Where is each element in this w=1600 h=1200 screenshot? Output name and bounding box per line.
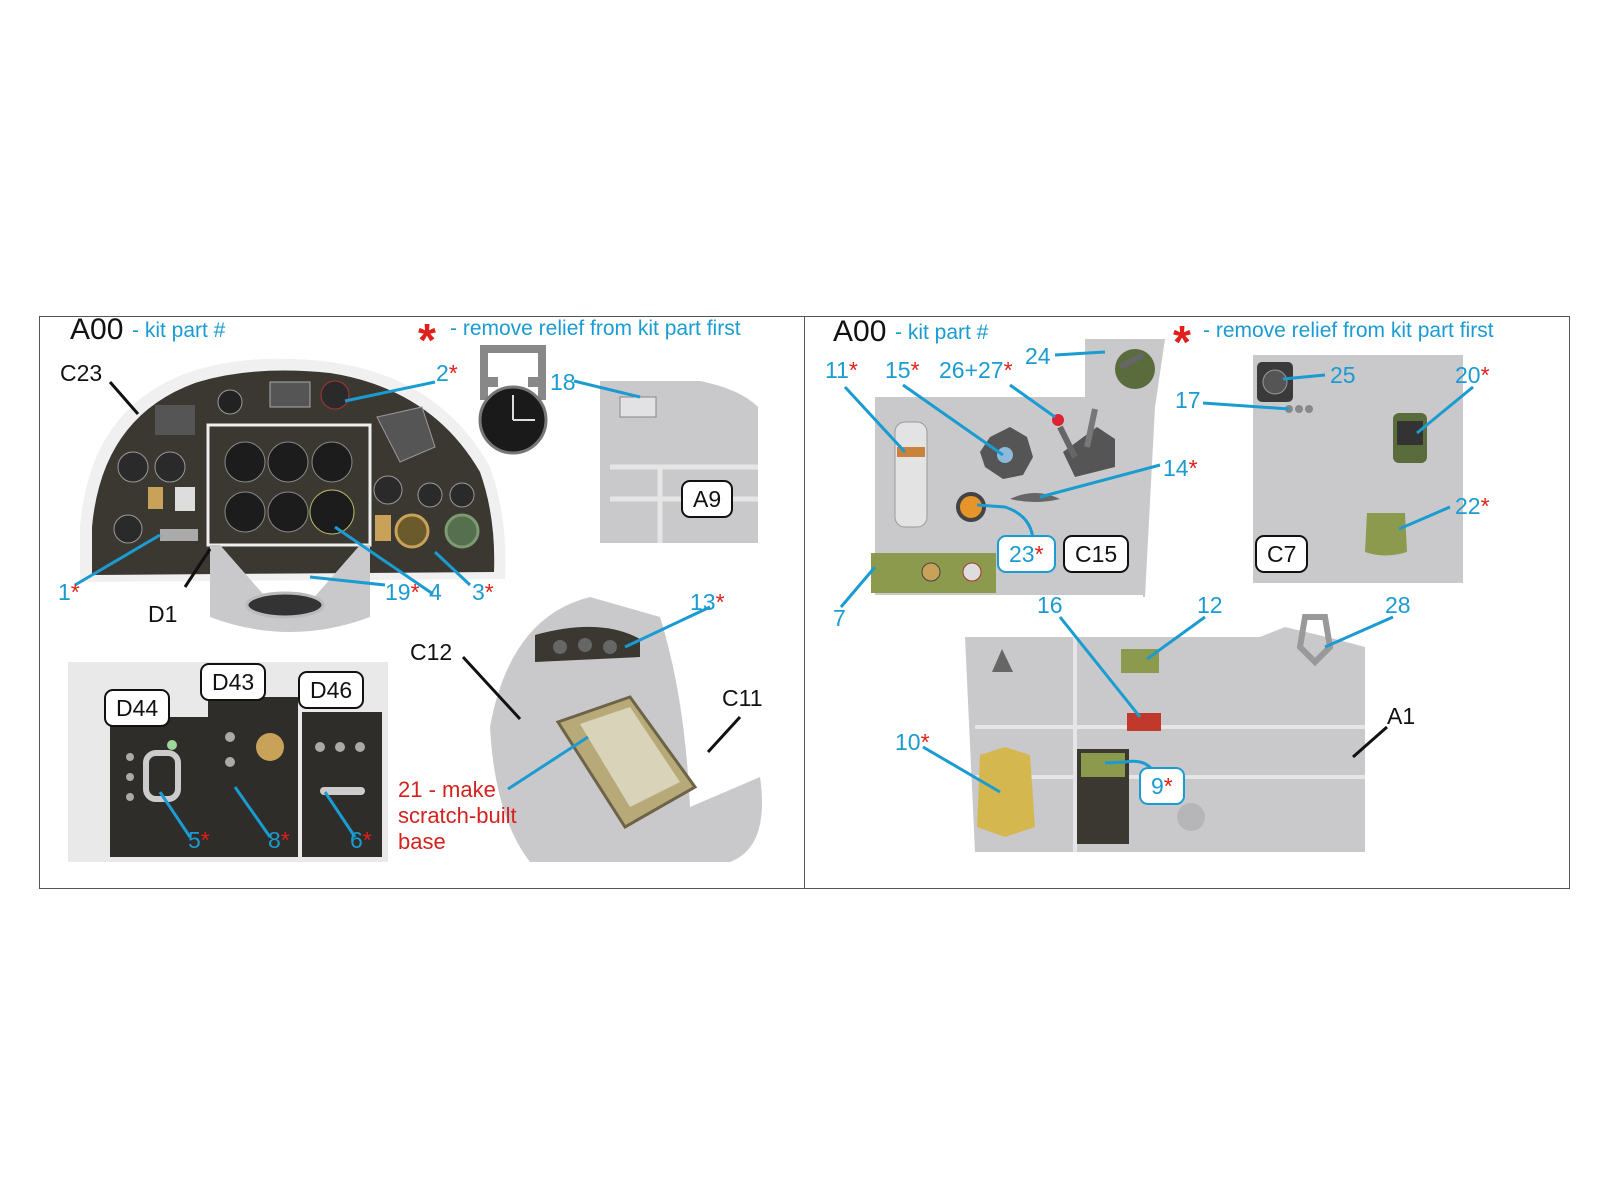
label-11: 11*: [825, 357, 858, 383]
floor-part-a1: [965, 614, 1365, 852]
leader-lines-right: [839, 350, 1474, 794]
label-26-27: 26+27*: [939, 357, 1013, 383]
label-28: 28: [1385, 592, 1411, 618]
label-c12: C12: [410, 639, 453, 665]
label-24: 24: [1025, 343, 1051, 369]
stand-d1: [210, 545, 370, 632]
leader-lines-left-black: [108, 381, 742, 754]
label-c7: C7: [1255, 535, 1309, 573]
label-13: 13*: [690, 589, 725, 615]
label-c23: C23: [60, 360, 103, 386]
label-20: 20*: [1455, 362, 1490, 388]
leader-lines-right-black: [1352, 725, 1388, 759]
gauge-icon-top: [478, 345, 548, 455]
label-a9: A9: [681, 480, 734, 518]
label-c11: C11: [722, 685, 763, 711]
label-21: 21 - make scratch-built base: [398, 777, 517, 854]
right-panel: A00 - kit part # * - remove relief from …: [804, 315, 1570, 889]
label-22: 22*: [1455, 493, 1490, 519]
legend-code-text-right: - kit part #: [895, 321, 989, 344]
label-2: 2*: [436, 360, 458, 386]
side-wall-c15: [871, 339, 1165, 597]
floor-part-a9: [600, 381, 758, 543]
leader-lines-left: [74, 379, 711, 838]
label-7: 7: [833, 605, 846, 631]
legend-star-text-right: - remove relief from kit part first: [1203, 319, 1494, 342]
legend-star-right: *: [1173, 316, 1191, 368]
label-c15: C15: [1063, 535, 1130, 573]
label-d46: D46: [298, 671, 365, 709]
label-17: 17: [1175, 387, 1201, 413]
label-12: 12: [1197, 592, 1223, 618]
label-9: 9*: [1139, 767, 1185, 805]
legend-code-right: A00: [833, 315, 887, 348]
label-d1: D1: [148, 601, 178, 627]
label-10: 10*: [895, 729, 930, 755]
label-1: 1*: [58, 579, 80, 605]
label-25: 25: [1330, 362, 1356, 388]
label-19: 19*: [385, 579, 420, 605]
instrument-panel-c23: [80, 358, 506, 582]
seat-c12-c11: [490, 597, 762, 862]
label-16: 16: [1037, 592, 1063, 618]
label-15: 15*: [885, 357, 920, 383]
label-d43: D43: [200, 663, 267, 701]
left-illustration: [68, 345, 762, 862]
label-4: 4: [429, 579, 442, 605]
left-panel: A00 - kit part # * - remove relief from …: [39, 313, 805, 889]
legend-code-text: - kit part #: [132, 319, 226, 342]
legend-code: A00: [70, 313, 124, 346]
label-3: 3*: [472, 579, 494, 605]
label-5: 5*: [188, 827, 210, 853]
label-6: 6*: [350, 827, 372, 853]
label-23: 23*: [997, 535, 1056, 573]
legend-star: *: [418, 314, 436, 366]
label-14: 14*: [1163, 455, 1198, 481]
label-8: 8*: [268, 827, 290, 853]
legend-star-text: - remove relief from kit part first: [450, 317, 741, 340]
label-a1: A1: [1387, 703, 1416, 729]
label-18: 18: [550, 369, 576, 395]
label-d44: D44: [104, 689, 171, 727]
